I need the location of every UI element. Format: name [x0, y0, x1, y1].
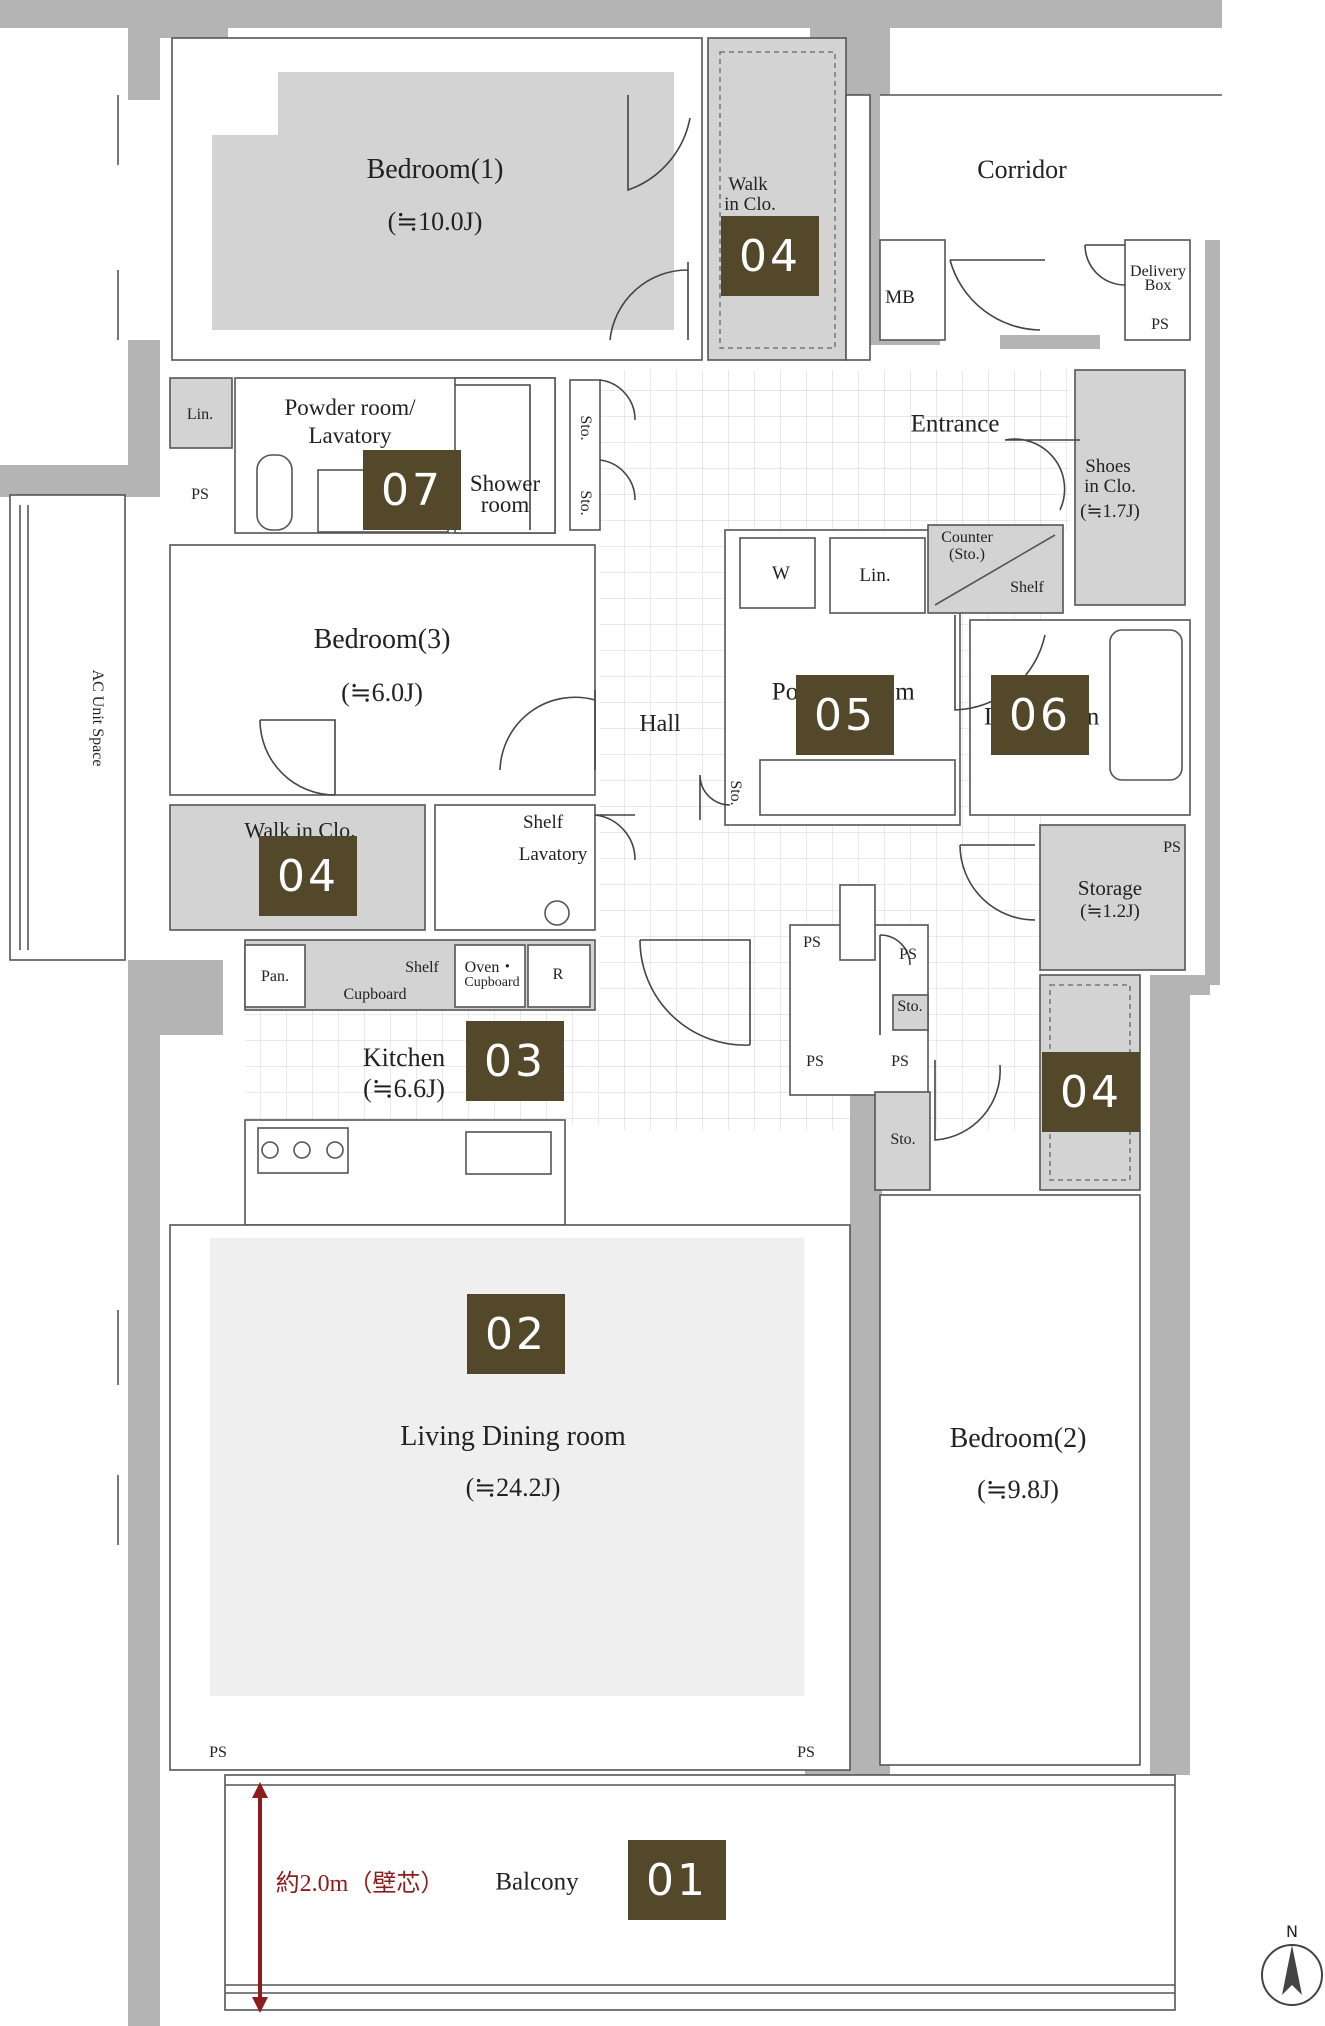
corridor-label: Corridor: [977, 155, 1067, 185]
lavatory-label: Lavatory: [518, 844, 588, 866]
kitchen-label: Kitchen: [362, 1043, 446, 1073]
badge-01-balcony: 01: [628, 1840, 726, 1920]
sto-label-4: Sto.: [897, 997, 923, 1015]
bath-partial-right: n: [1086, 703, 1100, 731]
oven-label: Oven・: [464, 958, 516, 976]
shoes-area: (≒1.7J): [1080, 501, 1140, 523]
storage-label: Storage: [1077, 875, 1143, 900]
badge-06-bathroom: 06: [991, 675, 1089, 755]
walk-in-clo-1-label-b: in Clo.: [724, 194, 776, 216]
living-label: Living Dining room: [400, 1420, 626, 1452]
balcony-label: Balcony: [495, 1868, 579, 1896]
badge-02-living: 02: [467, 1294, 565, 1374]
counter-sto-label: (Sto.): [949, 545, 985, 563]
badge-03-kitchen: 03: [466, 1021, 564, 1101]
ps-label-living-right: PS: [797, 1743, 815, 1761]
walls: [0, 0, 1222, 2026]
ps-label-a: PS: [803, 933, 821, 951]
powder-room-partial-right: m: [895, 678, 915, 706]
badge-04-walk-in-clo-2: 04: [1042, 1052, 1140, 1132]
sto-label-2: Sto.: [577, 490, 595, 516]
ac-unit-label: AC Unit Space: [89, 669, 107, 767]
bedroom3-outline: [169, 544, 596, 796]
bath-partial-left: I: [983, 703, 993, 731]
badge-04-walk-in-clo-1: 04: [721, 216, 819, 296]
ps-label-delivery: PS: [1151, 315, 1169, 333]
cupboard-label: Cupboard: [343, 985, 407, 1003]
badge-04-walk-in-clo-3: 04: [259, 836, 357, 916]
storage-area: (≒1.2J): [1080, 901, 1140, 923]
counter-box: [927, 524, 1064, 614]
sto-label-1: Sto.: [577, 415, 595, 441]
powder-room-label-b: Lavatory: [308, 422, 392, 448]
ac-unit-space: [9, 494, 126, 961]
walk-in-clo-1-label-a: Walk: [728, 174, 768, 196]
bedroom1-fill: [212, 72, 674, 330]
badge-05-powder-room: 05: [796, 675, 894, 755]
shelf-label-3: Shelf: [405, 958, 439, 976]
lin-label-1: Lin.: [186, 405, 214, 423]
bedroom2-label: Bedroom(2): [949, 1422, 1087, 1454]
shelf-label-2: Shelf: [1010, 578, 1044, 596]
w-label: W: [772, 563, 790, 585]
bedroom3-label: Bedroom(3): [313, 623, 451, 655]
shower-room-label-b: room: [480, 491, 530, 517]
powder-room-label-a: Powder room/: [284, 394, 416, 420]
ps-label-d: PS: [891, 1052, 909, 1070]
storage-box: [1039, 824, 1186, 971]
shoes-box: [1074, 369, 1186, 606]
shower-room-label-a: Shower: [469, 470, 541, 496]
ps-label-living-left: PS: [209, 1743, 227, 1761]
ps-label-storage: PS: [1163, 838, 1181, 856]
ps-label-powder: PS: [191, 485, 209, 503]
compass-symbol: [1261, 1944, 1323, 2006]
shoes-label-a: Shoes: [1085, 456, 1131, 478]
sto-label-5: Sto.: [890, 1130, 916, 1148]
entrance-floor: [700, 370, 1070, 530]
bedroom3-area: (≒6.0J): [341, 678, 423, 708]
mb-label: MB: [885, 287, 915, 309]
entrance-label: Entrance: [910, 410, 1000, 438]
compass-label: N: [1286, 1921, 1298, 1941]
delivery-box-label-b: Box: [1144, 276, 1172, 294]
shelf-label-1: Shelf: [522, 812, 564, 834]
oven-cupboard-label: Cupboard: [464, 974, 520, 990]
bedroom1-label: Bedroom(1): [366, 153, 504, 185]
badge-07-powder-room: 07: [363, 450, 461, 530]
ps-label-b: PS: [899, 945, 917, 963]
bedroom2-area: (≒9.8J): [977, 1475, 1059, 1505]
shoes-label-b: in Clo.: [1084, 476, 1136, 498]
dimension-label: 約2.0m（壁芯）: [275, 1871, 445, 1898]
delivery-box-label-a: Delivery: [1130, 262, 1186, 280]
ps-label-c: PS: [806, 1052, 824, 1070]
r-label: R: [552, 965, 564, 983]
counter-label: Counter: [941, 528, 993, 546]
pan-label: Pan.: [261, 967, 289, 985]
living-area: (≒24.2J): [465, 1473, 561, 1503]
walk-in-clo-1-box: [707, 37, 847, 361]
hall-label: Hall: [639, 711, 681, 738]
kitchen-area: (≒6.6J): [363, 1074, 445, 1104]
bedroom1-area: (≒10.0J): [387, 207, 483, 237]
doors: [259, 95, 1126, 1141]
bedroom2-outline: [879, 1194, 1141, 1766]
powder-room-partial-left: Po: [771, 678, 799, 706]
sto-label-3: Sto.: [727, 780, 745, 806]
lin-box-1: [169, 377, 233, 449]
lin-label-2: Lin.: [859, 565, 891, 587]
